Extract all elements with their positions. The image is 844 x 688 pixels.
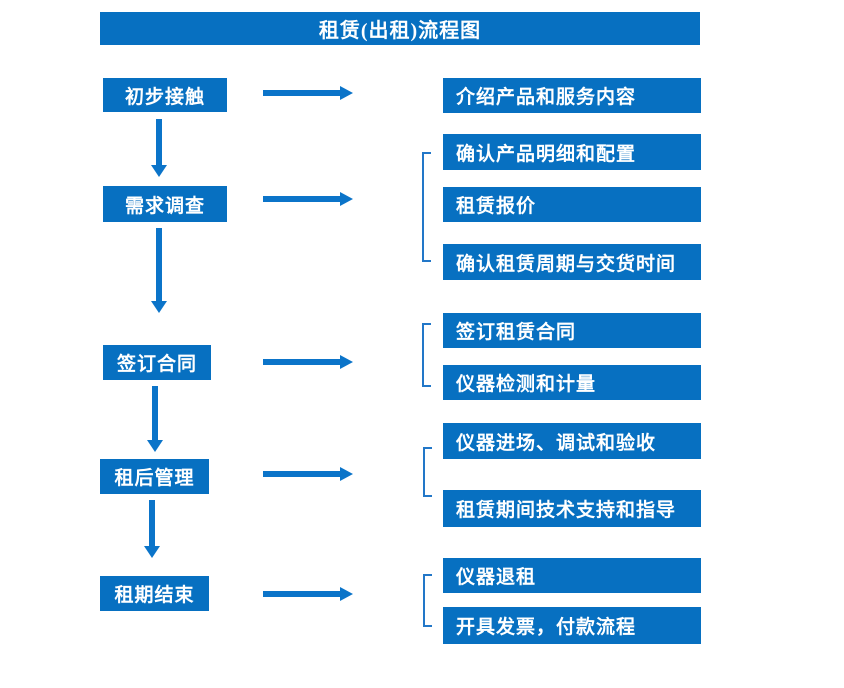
- down-arrow-icon-step1-step2: [151, 119, 167, 177]
- arrow-shaft: [263, 591, 342, 597]
- arrow-shaft: [263, 471, 342, 477]
- arrow-head: [144, 546, 160, 558]
- arrow-head: [340, 355, 353, 369]
- detail-box-instrument-testing: 仪器检测和计量: [443, 365, 701, 400]
- detail-box-rental-quote: 租赁报价: [443, 187, 701, 222]
- right-arrow-icon-row1: [263, 86, 353, 100]
- down-arrow-icon-step3-step4: [147, 386, 163, 452]
- detail-box-invoice-payment: 开具发票，付款流程: [443, 607, 701, 644]
- arrow-shaft: [156, 119, 162, 167]
- right-arrow-icon-row5: [263, 587, 353, 601]
- step-box-initial-contact: 初步接触: [103, 78, 227, 112]
- arrow-shaft: [152, 386, 158, 442]
- arrow-head: [340, 587, 353, 601]
- right-arrow-icon-row4: [263, 467, 353, 481]
- detail-box-instrument-setup-acceptance: 仪器进场、调试和验收: [443, 423, 701, 459]
- group-bracket-post-rental: [423, 447, 432, 497]
- arrow-head: [340, 467, 353, 481]
- arrow-shaft: [263, 196, 342, 202]
- detail-box-sign-rental-contract: 签订租赁合同: [443, 313, 701, 348]
- step-box-post-rental-management: 租后管理: [100, 459, 209, 494]
- arrow-shaft: [263, 359, 342, 365]
- group-bracket-demand-survey: [422, 152, 431, 262]
- step-box-rental-end: 租期结束: [100, 576, 209, 611]
- detail-box-technical-support: 租赁期间技术支持和指导: [443, 490, 701, 527]
- group-bracket-rental-end: [423, 574, 432, 627]
- arrow-shaft: [156, 228, 162, 303]
- chart-title: 租赁(出租)流程图: [100, 12, 700, 45]
- right-arrow-icon-row2: [263, 192, 353, 206]
- detail-box-instrument-return: 仪器退租: [443, 558, 701, 593]
- step-box-demand-survey: 需求调查: [103, 186, 227, 222]
- group-bracket-sign-contract: [422, 323, 431, 387]
- arrow-head: [151, 301, 167, 313]
- detail-box-confirm-period-delivery: 确认租赁周期与交货时间: [443, 244, 701, 280]
- detail-box-confirm-product-details: 确认产品明细和配置: [443, 134, 701, 170]
- arrow-shaft: [149, 500, 155, 548]
- arrow-head: [151, 165, 167, 177]
- step-box-sign-contract: 签订合同: [103, 345, 211, 380]
- detail-box-introduce-products: 介绍产品和服务内容: [443, 78, 701, 113]
- arrow-head: [340, 192, 353, 206]
- arrow-head: [340, 86, 353, 100]
- arrow-head: [147, 440, 163, 452]
- down-arrow-icon-step2-step3: [151, 228, 167, 313]
- right-arrow-icon-row3: [263, 355, 353, 369]
- arrow-shaft: [263, 90, 342, 96]
- down-arrow-icon-step4-step5: [144, 500, 160, 558]
